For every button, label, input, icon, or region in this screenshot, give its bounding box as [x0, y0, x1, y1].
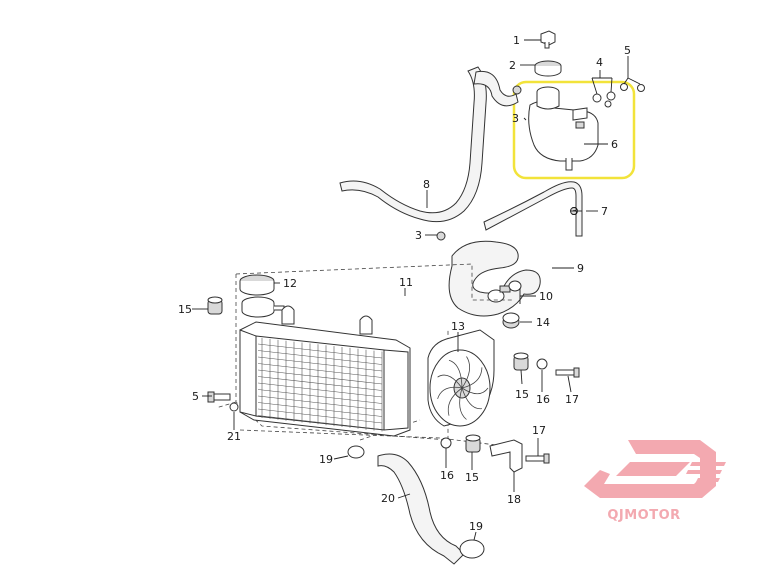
fan-blade [437, 386, 463, 400]
mesh-line [257, 356, 383, 372]
part-16-collar-right [536, 358, 548, 370]
tank-outlet-hose [483, 181, 583, 237]
mesh-line [257, 415, 383, 430]
part-14-grommet [502, 312, 520, 329]
part-15-damper-right [513, 352, 529, 371]
callout-21: 21 [227, 430, 241, 443]
callout-17: 17 [532, 424, 546, 437]
callout-15: 15 [178, 303, 192, 316]
part-1-clip [540, 30, 556, 49]
callout-20: 20 [381, 492, 395, 505]
part-12-radiator-cap [239, 274, 275, 296]
part-11-radiator [239, 305, 411, 437]
callout-11: 11 [399, 276, 413, 289]
callout-15: 15 [515, 388, 529, 401]
callout-16: 16 [440, 469, 454, 482]
fan-blade [461, 367, 483, 389]
callout-12: 12 [283, 277, 297, 290]
callout-9: 9 [577, 262, 584, 275]
part-16-collar-lower [440, 437, 452, 449]
part-3-plug-top [512, 85, 522, 95]
part-2-tank-cap [534, 60, 562, 77]
callout-6: 6 [611, 138, 618, 151]
leader-lines [192, 39, 641, 541]
part-21-washer [229, 402, 239, 412]
part-10-hose-clamp [487, 280, 522, 303]
callout-3: 3 [415, 229, 422, 242]
mesh-line [257, 363, 383, 378]
part-17-bolt-lower [525, 453, 550, 464]
part-17-bolt-right [555, 367, 580, 378]
part-13-cooling-fan [427, 329, 495, 427]
callout-19: 19 [469, 520, 483, 533]
mesh-line [257, 343, 383, 359]
radiator-filler-neck [241, 296, 285, 318]
callout-17: 17 [565, 393, 579, 406]
mesh-line [257, 389, 383, 404]
callout-1: 1 [513, 34, 520, 47]
mesh-line [257, 408, 383, 424]
fan-blade [448, 359, 463, 389]
fan-blade [461, 387, 489, 395]
mesh-line [257, 402, 383, 417]
part-5-bolt-left [207, 391, 231, 403]
callout-16: 16 [536, 393, 550, 406]
callout-8: 8 [423, 178, 430, 191]
callout-3: 3 [571, 205, 578, 218]
fan-blade [437, 374, 463, 389]
callout-2: 2 [509, 59, 516, 72]
part-18-bracket [489, 439, 523, 473]
part-15-damper-left [207, 296, 223, 315]
callout-4: 4 [596, 56, 603, 69]
callout-5: 5 [192, 390, 199, 403]
part-20-lower-hose [377, 453, 465, 565]
part-6-expansion-tank [528, 86, 599, 171]
fan-blade [461, 387, 482, 410]
radiator-core-mesh [257, 338, 383, 432]
part-15-damper-lower [465, 434, 481, 453]
fan-blade [461, 356, 471, 389]
callout-10: 10 [539, 290, 553, 303]
part-19-clamp-upper [347, 445, 365, 459]
brand-logo-speedlines [686, 462, 726, 482]
callout-3: 3 [512, 112, 519, 125]
callout-5: 5 [624, 44, 631, 57]
highlight-box [512, 80, 636, 180]
mesh-line [257, 369, 383, 385]
part-9-radiator-hose [448, 240, 541, 317]
brand-logo-mark [584, 440, 716, 498]
part-3-plug-mid [436, 231, 446, 241]
callout-18: 18 [507, 493, 521, 506]
brand-logo [584, 440, 726, 498]
part-4-bracket-bolt [592, 91, 616, 108]
callout-14: 14 [536, 316, 550, 329]
mesh-line [257, 382, 383, 398]
mesh-line [257, 376, 383, 391]
part-8-upper-bend [473, 70, 519, 107]
callout-15: 15 [465, 471, 479, 484]
callout-7: 7 [601, 205, 608, 218]
part-19-clamp-lower [459, 539, 485, 559]
fan-blade [459, 387, 467, 420]
callout-19: 19 [319, 453, 333, 466]
callout-labels: 1 2 3 4 5 6 3 7 8 3 9 10 11 12 13 14 15 … [178, 34, 631, 533]
part-8-overflow-hose [339, 66, 487, 223]
mesh-line [257, 350, 383, 365]
brand-wordmark: QJMOTOR [607, 508, 681, 523]
callout-13: 13 [451, 320, 465, 333]
mesh-line [257, 395, 383, 411]
fan-blade [447, 387, 463, 416]
